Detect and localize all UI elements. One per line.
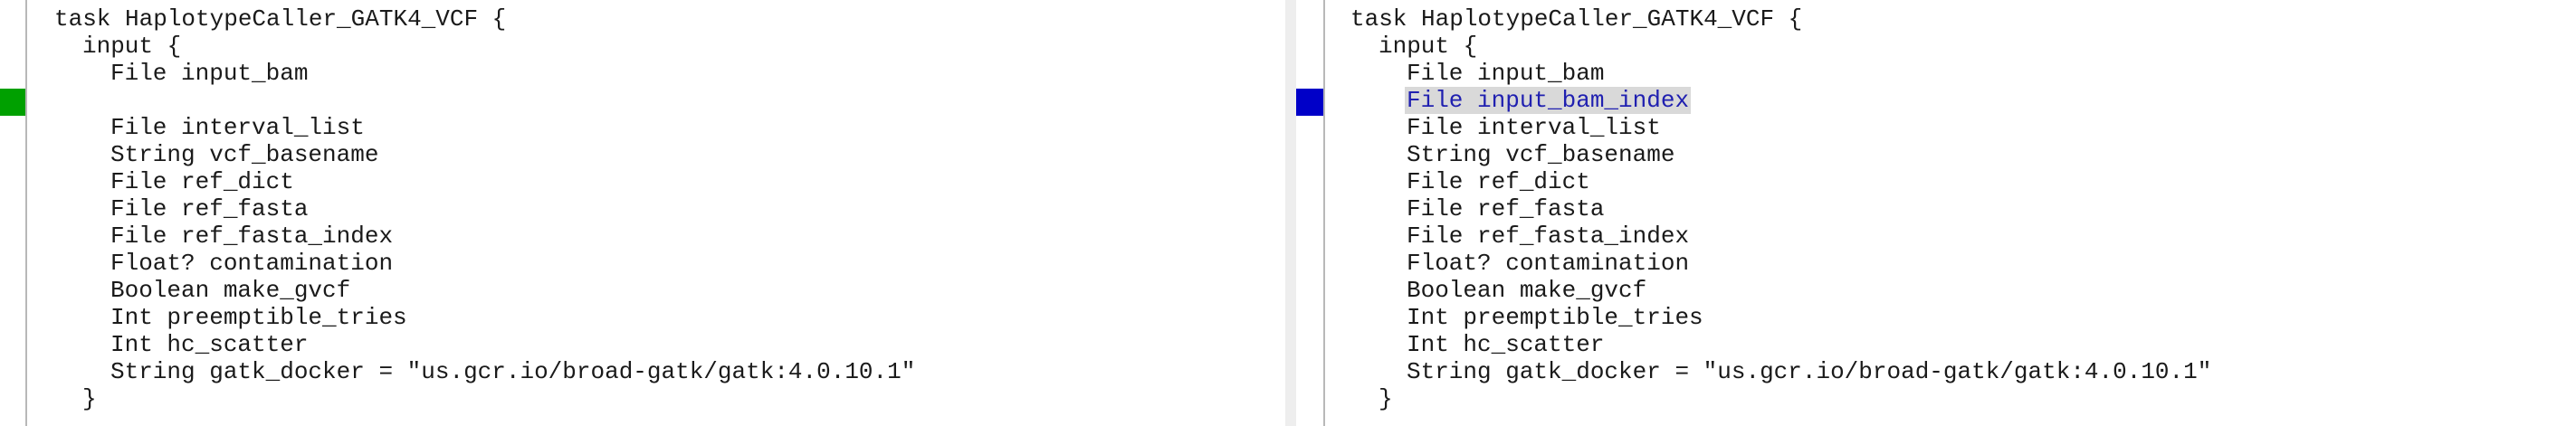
- code-line[interactable]: File ref_fasta: [0, 195, 1285, 222]
- code-line[interactable]: File interval_list: [0, 114, 1285, 141]
- code-line-text: Int hc_scatter: [110, 331, 309, 358]
- diff-pane-right[interactable]: task HaplotypeCaller_GATK4_VCF {input {F…: [1296, 0, 2576, 426]
- code-line[interactable]: File ref_dict: [1296, 168, 2576, 195]
- code-line[interactable]: File input_bam_index: [1296, 87, 2576, 116]
- code-lines-right: task HaplotypeCaller_GATK4_VCF {input {F…: [1296, 5, 2576, 412]
- code-line[interactable]: }: [0, 385, 1285, 412]
- code-line-text: task HaplotypeCaller_GATK4_VCF {: [1350, 5, 1803, 33]
- code-line-text: File ref_dict: [1407, 168, 1590, 195]
- code-line[interactable]: File interval_list: [1296, 114, 2576, 141]
- code-line[interactable]: Boolean make_gvcf: [1296, 277, 2576, 304]
- code-line-text: Int preemptible_tries: [110, 304, 407, 331]
- code-line[interactable]: input {: [0, 33, 1285, 60]
- code-line[interactable]: File ref_fasta_index: [1296, 222, 2576, 250]
- code-line-text: File interval_list: [1407, 114, 1661, 141]
- code-line-text: File interval_list: [110, 114, 365, 141]
- code-line[interactable]: Boolean make_gvcf: [0, 277, 1285, 304]
- code-line[interactable]: File input_bam: [1296, 60, 2576, 87]
- code-lines-left: task HaplotypeCaller_GATK4_VCF {input {F…: [0, 5, 1285, 412]
- code-line-text: Boolean make_gvcf: [110, 277, 351, 304]
- code-line-text: File ref_fasta_index: [1407, 222, 1690, 250]
- code-line-text: Float? contamination: [1407, 250, 1690, 277]
- code-line[interactable]: Int preemptible_tries: [0, 304, 1285, 331]
- code-line-text: Int hc_scatter: [1407, 331, 1605, 358]
- code-line-text: String vcf_basename: [1407, 141, 1675, 168]
- code-line-text: }: [82, 385, 97, 412]
- code-line[interactable]: String gatk_docker = "us.gcr.io/broad-ga…: [1296, 358, 2576, 385]
- diff-change-marker[interactable]: [0, 89, 25, 116]
- code-line-text: File input_bam: [110, 60, 309, 87]
- code-line-text: String gatk_docker = "us.gcr.io/broad-ga…: [110, 358, 916, 385]
- code-line-text: Boolean make_gvcf: [1407, 277, 1647, 304]
- code-line[interactable]: File ref_fasta_index: [0, 222, 1285, 250]
- code-line-text: Int preemptible_tries: [1407, 304, 1703, 331]
- code-line-text: Float? contamination: [110, 250, 394, 277]
- code-line[interactable]: File ref_dict: [0, 168, 1285, 195]
- code-line[interactable]: String gatk_docker = "us.gcr.io/broad-ga…: [0, 358, 1285, 385]
- code-line[interactable]: task HaplotypeCaller_GATK4_VCF {: [0, 5, 1285, 33]
- code-line-text: input {: [1379, 33, 1478, 60]
- code-line[interactable]: input {: [1296, 33, 2576, 60]
- code-line-text: File ref_fasta_index: [110, 222, 394, 250]
- gutter-divider: [25, 0, 27, 426]
- code-line-text: String vcf_basename: [110, 141, 379, 168]
- code-line-text: File ref_dict: [110, 168, 294, 195]
- code-line[interactable]: [0, 87, 1285, 116]
- code-line[interactable]: File ref_fasta: [1296, 195, 2576, 222]
- code-line-text: File ref_fasta: [1407, 195, 1605, 222]
- diff-pane-left[interactable]: task HaplotypeCaller_GATK4_VCF {input {F…: [0, 0, 1285, 426]
- code-line[interactable]: Float? contamination: [1296, 250, 2576, 277]
- pane-splitter[interactable]: [1285, 0, 1296, 426]
- gutter-divider: [1323, 0, 1325, 426]
- code-line[interactable]: File input_bam: [0, 60, 1285, 87]
- code-line-text: File input_bam: [1407, 60, 1605, 87]
- code-line[interactable]: Float? contamination: [0, 250, 1285, 277]
- code-line[interactable]: String vcf_basename: [0, 141, 1285, 168]
- code-line[interactable]: Int preemptible_tries: [1296, 304, 2576, 331]
- diff-change-marker[interactable]: [1296, 89, 1323, 116]
- code-line[interactable]: String vcf_basename: [1296, 141, 2576, 168]
- code-line[interactable]: }: [1296, 385, 2576, 412]
- code-line[interactable]: Int hc_scatter: [0, 331, 1285, 358]
- code-line[interactable]: task HaplotypeCaller_GATK4_VCF {: [1296, 5, 2576, 33]
- code-line-text: }: [1379, 385, 1393, 412]
- code-line[interactable]: Int hc_scatter: [1296, 331, 2576, 358]
- code-line-text: String gatk_docker = "us.gcr.io/broad-ga…: [1407, 358, 2212, 385]
- code-line-text: input {: [82, 33, 182, 60]
- code-line-text: File input_bam_index: [1405, 87, 1692, 114]
- code-line-text: File ref_fasta: [110, 195, 309, 222]
- code-line-text: task HaplotypeCaller_GATK4_VCF {: [54, 5, 507, 33]
